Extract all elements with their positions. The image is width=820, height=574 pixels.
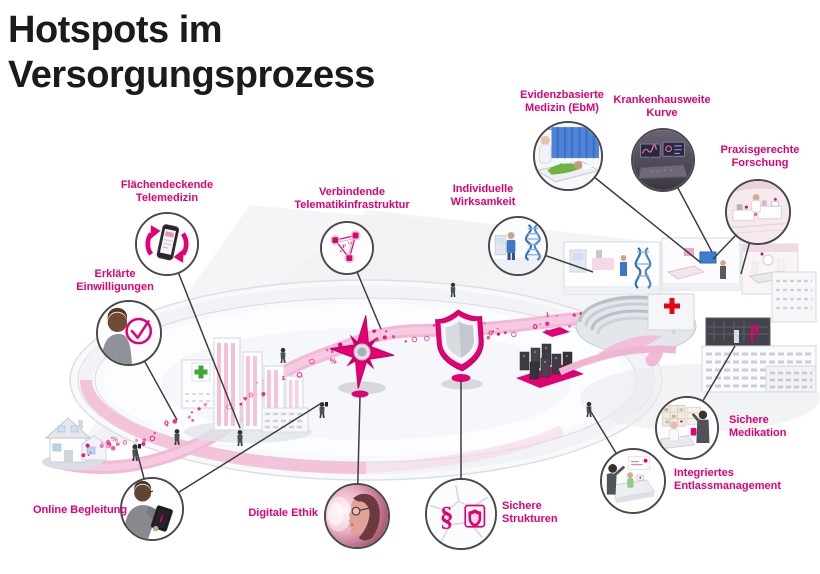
svg-text:0: 0 bbox=[488, 329, 493, 337]
anchor-pads bbox=[351, 374, 471, 398]
hospital-bed-icon bbox=[535, 123, 601, 189]
dna-lab-icon bbox=[490, 218, 546, 274]
hospital-right-wing bbox=[771, 271, 817, 323]
research-lab-icon bbox=[727, 181, 789, 243]
hospital-pharmacy-section bbox=[705, 317, 771, 347]
svg-text:0: 0 bbox=[533, 323, 538, 331]
patient-house bbox=[42, 417, 107, 470]
hospital-ward-section bbox=[661, 237, 741, 291]
discharge-desk-icon bbox=[602, 450, 664, 512]
svg-text:%: % bbox=[111, 435, 118, 443]
red-cross-sign bbox=[647, 293, 695, 331]
svg-text:0: 0 bbox=[123, 439, 128, 447]
hotspot-strukturen-circle: § bbox=[425, 478, 497, 550]
monitor-room-icon bbox=[633, 130, 693, 190]
page-title: Hotspots im Versorgungsprozess bbox=[8, 8, 375, 98]
svg-text:12: 12 bbox=[348, 240, 352, 245]
svg-text:0: 0 bbox=[164, 419, 169, 427]
hotspot-forschung-circle bbox=[725, 179, 791, 245]
hotspot-kurve-circle bbox=[631, 128, 695, 192]
robot-arm-icon bbox=[750, 325, 759, 342]
svg-text:P: P bbox=[342, 244, 346, 250]
svg-text:%: % bbox=[330, 358, 337, 366]
dna-helix-icon bbox=[634, 247, 652, 289]
label-online-begleitung: Online Begleitung bbox=[33, 504, 128, 516]
hotspot-telemedizin-circle bbox=[135, 212, 199, 276]
connector-telemedizin bbox=[166, 243, 241, 429]
face-profile-icon bbox=[326, 485, 388, 547]
svg-text:1: 1 bbox=[330, 348, 334, 354]
paragraph-sign: § bbox=[440, 501, 454, 532]
hospital-office-building bbox=[701, 345, 817, 393]
hotspot-einwilligungen-circle bbox=[96, 300, 162, 366]
protection-shield bbox=[434, 307, 486, 390]
plaza-ring bbox=[69, 279, 663, 481]
hotspot-begleitung-circle: i bbox=[120, 477, 184, 541]
svg-text:♥: ♥ bbox=[372, 330, 377, 336]
svg-text:1: 1 bbox=[546, 313, 550, 319]
tablet-person-icon: i bbox=[122, 479, 182, 539]
city-buildings bbox=[181, 337, 312, 443]
hotspot-ethik-circle bbox=[324, 483, 390, 549]
hotspot-telematik-circle: P 12 bbox=[320, 221, 374, 275]
hotspot-ebm-circle bbox=[533, 121, 603, 191]
svg-text:♥: ♥ bbox=[203, 403, 208, 409]
page-title-line1: Hotspots im bbox=[8, 9, 223, 51]
svg-text:1: 1 bbox=[281, 376, 285, 382]
page-title-line2: Versorgungsprozess bbox=[8, 54, 375, 96]
phone-icon bbox=[325, 402, 328, 407]
hotspot-wirksamkeit-circle bbox=[488, 216, 548, 276]
tablet-info-glyph: i bbox=[158, 513, 165, 525]
network-triangle-icon: P 12 bbox=[322, 223, 372, 273]
smartphone-sync-icon bbox=[137, 214, 197, 274]
hotspot-entlassmanagement-circle bbox=[600, 448, 666, 514]
svg-text:♥: ♥ bbox=[243, 397, 248, 403]
svg-text:0: 0 bbox=[249, 391, 254, 399]
person-checkmark-icon bbox=[98, 302, 160, 364]
label-digitale-ethik: Digitale Ethik bbox=[248, 507, 318, 519]
hotspot-medikation-circle bbox=[655, 396, 719, 460]
pharmacy-icon bbox=[657, 398, 717, 458]
compass-star bbox=[325, 311, 399, 395]
hospital-lab-section bbox=[563, 241, 661, 295]
people bbox=[132, 282, 592, 461]
green-cross-icon bbox=[194, 365, 208, 379]
phone-icon bbox=[138, 444, 141, 449]
paragraph-shield-icon: § bbox=[427, 480, 495, 548]
connector-begleitung-b bbox=[151, 403, 321, 510]
